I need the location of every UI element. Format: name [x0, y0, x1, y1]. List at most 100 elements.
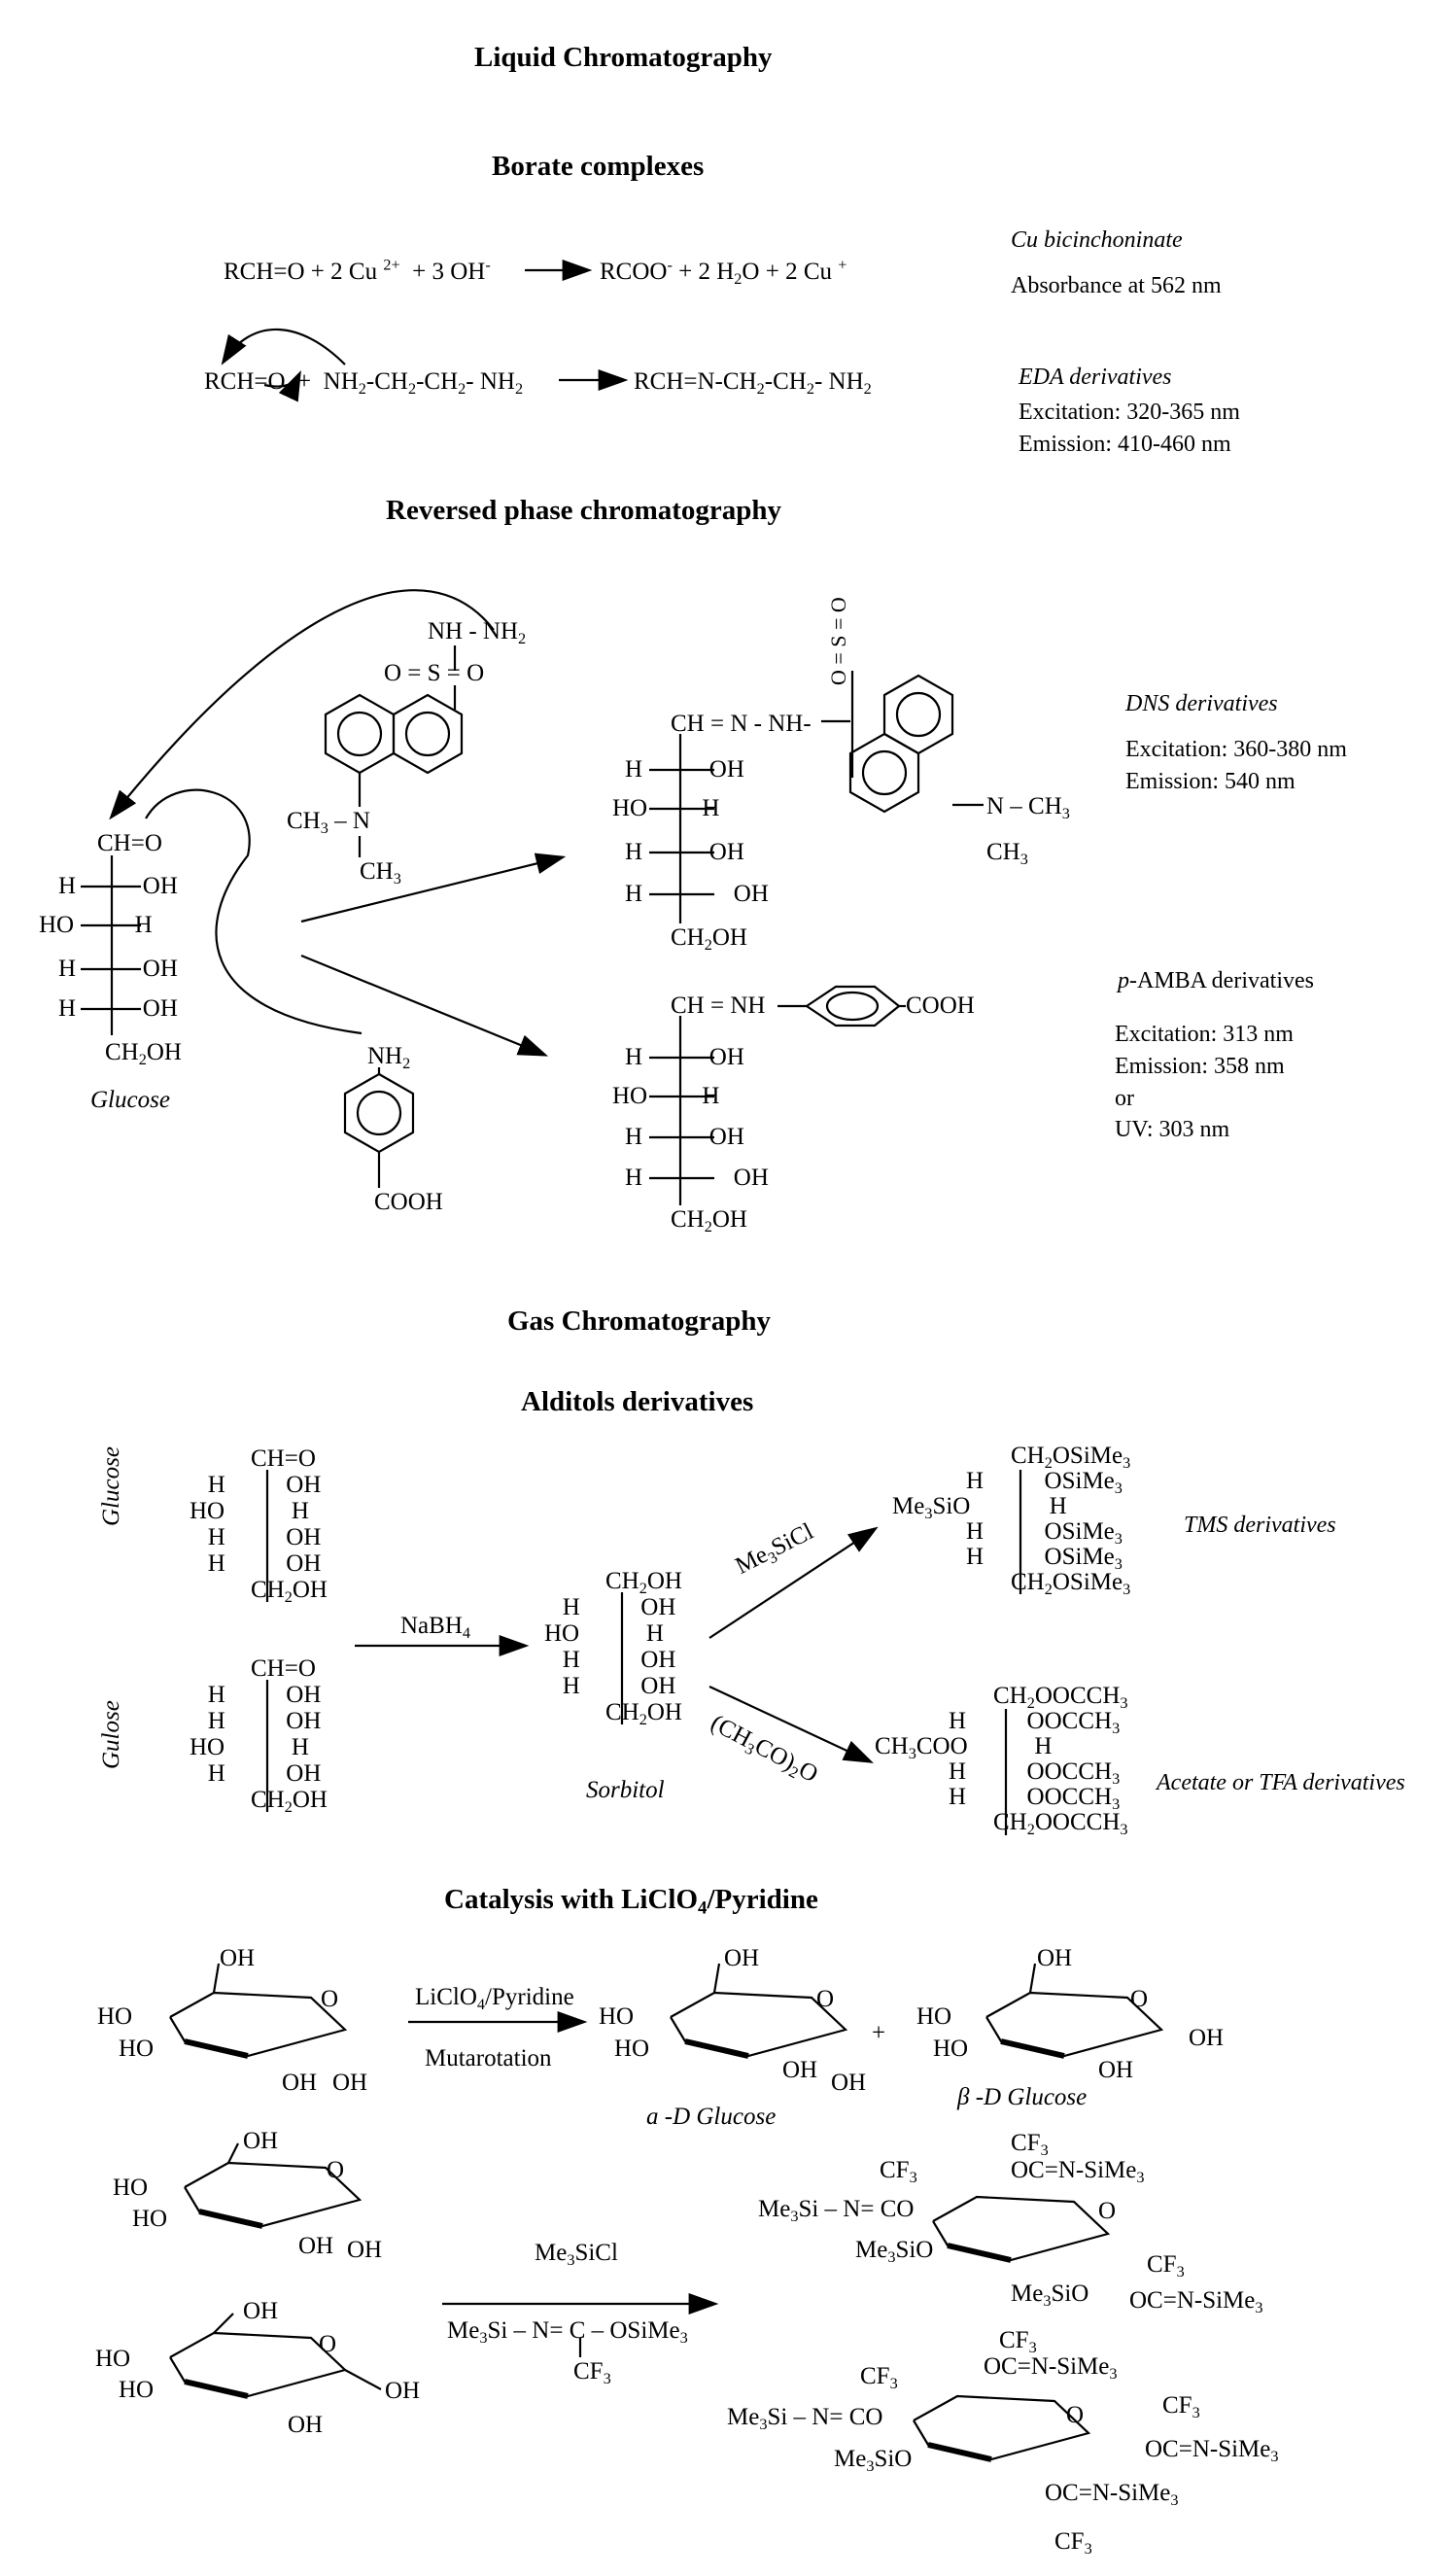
prod1-o: O: [1098, 2198, 1117, 2224]
gc-nabh4: NaBH4: [400, 1613, 471, 1642]
pamba-or: or: [1115, 1086, 1134, 1111]
dansyl-hydrazine-group: NH - NH2: [428, 618, 527, 647]
amba-product-head: CH = NH: [671, 992, 766, 1019]
rp-glucose-cho: CH=O: [97, 830, 162, 856]
dns-product-nme: N – CH3: [986, 793, 1070, 822]
cat-bstfa-cf3: CF3: [573, 2358, 611, 2387]
prod2-tmsi: Me3Si – N= CO: [727, 2404, 883, 2433]
ring4-oh-top: OH: [243, 2128, 279, 2154]
prod2-cf3-top: CF3: [999, 2327, 1037, 2356]
ring2-oh-top: OH: [724, 1945, 760, 1971]
dns-title: DNS derivatives: [1125, 691, 1278, 716]
ring5-oh-b: OH: [288, 2412, 324, 2438]
heading-gas-chromatography: Gas Chromatography: [507, 1305, 771, 1337]
rp-glucose-ch2oh: CH2OH: [105, 1039, 182, 1068]
ring4-oh-b2: OH: [347, 2237, 383, 2263]
dns-excitation: Excitation: 360-380 nm: [1125, 737, 1347, 762]
pamba-title: p-AMBA derivatives: [1118, 968, 1314, 993]
pamba-emission: Emission: 358 nm: [1115, 1054, 1285, 1079]
cat-me3sicl: Me3SiCl: [535, 2240, 618, 2269]
prod1-tmsi: Me3Si – N= CO: [758, 2196, 915, 2225]
dns-product-so2: O = S = O: [826, 597, 850, 685]
prod2-cf3-right: CF3: [1162, 2392, 1200, 2421]
eda-emission: Emission: 410-460 nm: [1019, 432, 1231, 457]
cu-title: Cu bicinchoninate: [1011, 227, 1183, 253]
pamba-uv: UV: 303 nm: [1115, 1117, 1230, 1142]
prod1-oc-top: OC=N-SiMe3: [1011, 2157, 1145, 2186]
rp-glucose-label: Glucose: [90, 1087, 170, 1113]
haworth-ring-5: [169, 2313, 382, 2399]
curved-arrow-dansyl: [109, 589, 495, 820]
amba-product-cooh: COOH: [906, 992, 975, 1019]
ring1-ho-2: HO: [119, 2036, 155, 2062]
ring5-oh-top: OH: [243, 2298, 279, 2324]
eda-title: EDA derivatives: [1019, 365, 1172, 390]
curved-arrow-amba: [145, 788, 363, 1035]
ring3-oh-r: OH: [1189, 2025, 1225, 2051]
prod2-oc-top: OC=N-SiMe3: [984, 2353, 1118, 2383]
prod2-oc-right: OC=N-SiMe3: [1145, 2436, 1279, 2465]
pamba-excitation: Excitation: 313 nm: [1115, 1022, 1294, 1047]
ring3-oh-top: OH: [1037, 1945, 1073, 1971]
cat-mutarotation: Mutarotation: [425, 2045, 552, 2071]
gc-tms-chain: CH2OSiMe3 H OSiMe3 Me3SiO H H OSiMe3 H O…: [892, 1443, 1131, 1598]
gc-acetate-chain: CH2OOCCH3 H OOCCH3 CH3COO H H OOCCH3 H O…: [875, 1683, 1128, 1838]
ring2-oh-b2: OH: [831, 2070, 867, 2096]
gc-acetate-label: Acetate or TFA derivatives: [1157, 1770, 1405, 1795]
gc-glucose-chain: CH=O H OH HO H H OH H OH CH2OH: [190, 1445, 328, 1606]
ring3-oh-b: OH: [1098, 2057, 1134, 2083]
ring5-ho-1: HO: [95, 2346, 131, 2372]
dns-emission: Emission: 540 nm: [1125, 769, 1296, 794]
borate-eq1-right: RCOO- + 2 H2O + 2 Cu +: [600, 256, 847, 288]
heading-alditols: Alditols derivatives: [521, 1386, 754, 1417]
dansyl-nme-left: CH3 – N: [287, 808, 370, 837]
prod1-cf3-right: CF3: [1147, 2251, 1185, 2280]
cat-alpha-label: a -D Glucose: [646, 2104, 777, 2130]
haworth-ring-2: [670, 1963, 848, 2059]
cat-reagent: LiClO4/Pyridine: [415, 1984, 574, 2013]
dansyl-ring-1: [392, 693, 464, 775]
prod2-cf3-bottom: CF3: [1054, 2528, 1092, 2558]
ring4-o: O: [327, 2157, 345, 2183]
arrow-to-dns: [300, 853, 567, 923]
ring2-oh-b1: OH: [782, 2057, 818, 2083]
ring1-oh-b1: OH: [282, 2070, 318, 2096]
ring1-o: O: [321, 1986, 339, 2012]
dns-product-head: CH = N - NH-: [671, 711, 812, 737]
ring1-oh-b2: OH: [332, 2070, 368, 2096]
prod2-cf3-left: CF3: [860, 2363, 898, 2392]
eda-excitation: Excitation: 320-365 nm: [1019, 400, 1240, 425]
borate-eq1-left: RCH=O + 2 Cu 2+ + 3 OH-: [224, 256, 491, 285]
ring4-oh-b1: OH: [298, 2233, 334, 2259]
cu-absorbance: Absorbance at 562 nm: [1011, 273, 1222, 298]
prod1-cf3-left: CF3: [880, 2157, 917, 2186]
ring4-ho-1: HO: [113, 2175, 149, 2201]
curved-arrow-eda-2: [263, 370, 301, 402]
amba-nh2: NH2: [367, 1043, 411, 1072]
haworth-ring-1: [169, 1963, 348, 2059]
ring5-oh-r: OH: [385, 2378, 421, 2404]
ring1-oh-top: OH: [220, 1945, 256, 1971]
dns-product-ring: [882, 674, 954, 755]
dns-product-ch3: CH3: [986, 839, 1028, 868]
heading-borate-complexes: Borate complexes: [492, 151, 705, 182]
borate-eq2-right: RCH=N-CH2-CH2- NH2: [634, 368, 872, 398]
heading-catalysis: Catalysis with LiClO4/Pyridine: [444, 1884, 818, 1919]
ring4-ho-2: HO: [132, 2206, 168, 2232]
amba-ring: [343, 1072, 415, 1154]
prod1-me3sio-1: Me3SiO: [855, 2237, 934, 2266]
ring1-ho-1: HO: [97, 2003, 133, 2030]
cat-plus: +: [872, 2020, 886, 2046]
dansyl-nme-bottom: CH3: [360, 858, 401, 888]
dansyl-sulfonyl: O = S = O: [384, 660, 485, 686]
arrow-tms: [708, 1526, 879, 1639]
cat-beta-label: β -D Glucose: [957, 2084, 1088, 2110]
arrow-to-amba: [300, 954, 549, 1057]
haworth-ring-7: [913, 2394, 1091, 2462]
ring5-ho-2: HO: [119, 2377, 155, 2403]
prod2-oc-bottom: OC=N-SiMe3: [1045, 2480, 1179, 2509]
dns-product-ch2oh: CH2OH: [671, 924, 747, 954]
gc-gulose-chain: CH=O H OH H OH HO H H OH CH2OH: [190, 1655, 328, 1816]
haworth-ring-4: [184, 2142, 363, 2229]
